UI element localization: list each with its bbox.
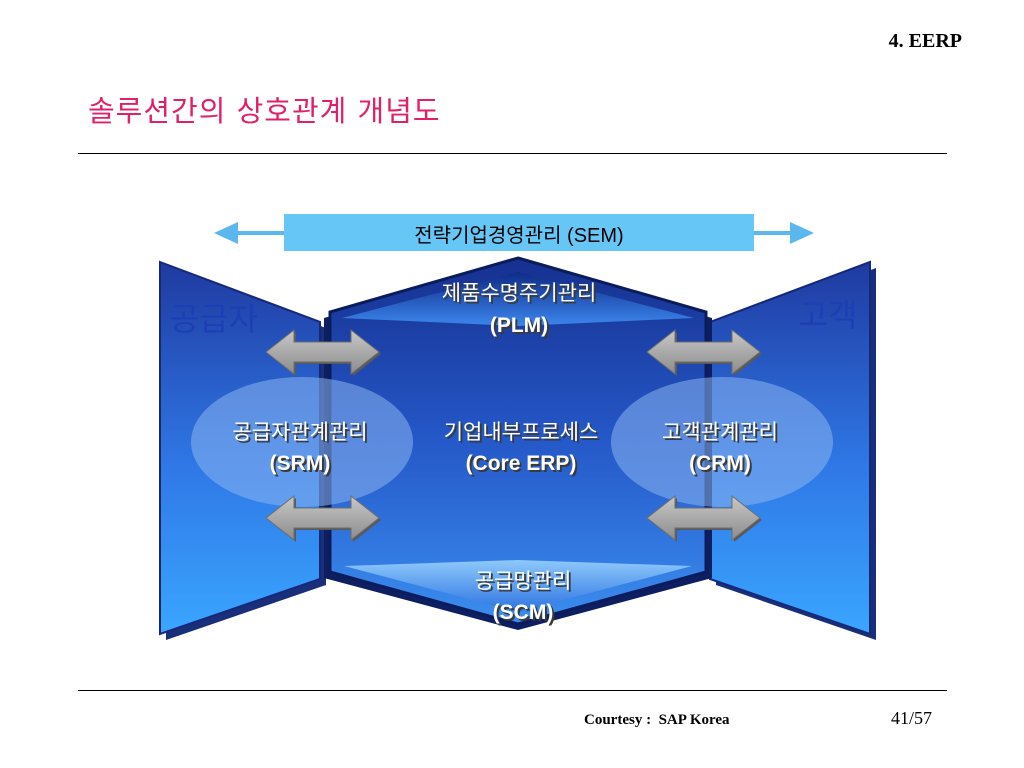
scm-name: 공급망관리 [475,569,572,593]
core-abbr-shadow: (Core ERP) [468,454,579,477]
srm-abbr: (SRM) [270,452,331,475]
core-abbr: (Core ERP) [466,452,577,475]
plm-name-shadow: 제품수명주기관리 [444,283,599,307]
crm-name: 고객관계관리 [662,420,778,444]
top-divider [78,153,947,154]
plm-abbr-shadow: (PLM) [492,316,550,339]
crm-abbr-shadow: (CRM) [691,454,753,477]
plm-abbr: (PLM) [490,314,548,337]
crm-name-shadow: 고객관계관리 [664,422,780,446]
srm-ellipse [191,377,413,507]
sem-bar [284,214,754,251]
scm-name-shadow: 공급망관리 [477,571,574,595]
core-name: 기업내부프로세스 [444,420,599,444]
right-top-double-arrow [646,328,762,376]
left-bottom-double-arrow [265,494,381,542]
core-hexagon [324,256,712,630]
supplier-label: 공급자 [170,300,258,338]
section-label: 4. EERP [888,30,962,52]
crm-ellipse [611,377,833,507]
srm-name: 공급자관계관리 [232,420,367,444]
courtesy-note: Courtesy : SAP Korea [584,712,730,728]
page-number: 41/57 [891,708,933,728]
left-top-double-arrow [265,328,381,376]
bottom-divider [78,690,947,691]
srm-abbr-shadow: (SRM) [272,454,333,477]
plm-name: 제품수명주기관리 [442,281,597,305]
right-bottom-double-arrow [646,494,762,542]
crm-abbr: (CRM) [689,452,751,475]
customer-label: 고객 [799,296,858,334]
slide-title: 솔루션간의 상호관계 개념도 [88,94,441,128]
sem-label: 전략기업경영관리 (SEM) [414,224,623,247]
scm-abbr-shadow: (SCM) [495,603,556,626]
srm-name-shadow: 공급자관계관리 [234,422,369,446]
scm-abbr: (SCM) [493,601,554,624]
core-name-shadow: 기업내부프로세스 [446,422,601,446]
